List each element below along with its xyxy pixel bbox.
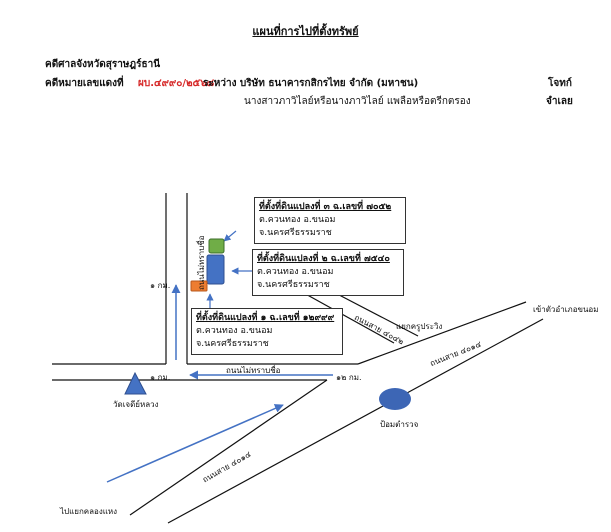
- arrow-from-klong-haeng: [106, 404, 284, 483]
- court-name: คดีศาลจังหวัดสุราษฎร์ธานี: [45, 59, 161, 70]
- temple-icon: [124, 371, 147, 395]
- distance-1km-bottom: ๑ กม.: [150, 373, 171, 382]
- plot3-marker: [208, 238, 225, 254]
- plot1-label-box: ที่ตั้งที่ดินแปลงที่ ๑ ฉ.เลขที่ ๑๒๙๙๙ ต.…: [191, 308, 343, 355]
- vertical-road-label: ถนนไม่ทราบชื่อ: [197, 235, 206, 290]
- plot3-location: ต.ควนทอง อ.ขนอม จ.นครศรีธรรมราช: [259, 215, 336, 238]
- case-parties: ระหว่าง บริษัท ธนาคารกสิกรไทย จำกัด (มหา…: [203, 78, 419, 89]
- plot2-marker: [206, 254, 225, 285]
- road-4014-lower-edge: [167, 318, 544, 524]
- case-number: ผบ.๔๙๙๐/๒๕๖๘: [138, 78, 215, 89]
- road-4014-upper-edge: [357, 301, 527, 365]
- case-label: คดีหมายเลขแดงที่: [45, 78, 124, 89]
- plot1-marker: [190, 280, 208, 292]
- plot2-label-box: ที่ตั้งที่ดินแปลงที่ ๒ ฉ.เลขที่ ๗๕๔๐ ต.ค…: [252, 249, 404, 296]
- police-box-icon: [379, 388, 411, 410]
- to-khanom-label: เข้าตัวอำเภอขนอม: [533, 305, 599, 314]
- temple-label: วัดเจดีย์หลวง: [113, 400, 159, 409]
- plot3-title: ที่ตั้งที่ดินแปลงที่ ๓ ฉ.เลขที่ ๗๐๕๒: [259, 202, 392, 212]
- arrow-to-plot3: [223, 230, 237, 242]
- junction-label: แยกครูประวิง: [396, 322, 443, 331]
- plot1-title: ที่ตั้งที่ดินแปลงที่ ๑ ฉ.เลขที่ ๑๒๙๙๙: [196, 313, 335, 323]
- plot2-location: ต.ควนทอง อ.ขนอม จ.นครศรีธรรมราช: [257, 267, 334, 290]
- defendant-name: นางสาวภาวิไลย์หรือนางภาวิไลย์ แพลือหรือต…: [244, 96, 471, 107]
- plot1-location: ต.ควนทอง อ.ขนอม จ.นครศรีธรรมราช: [196, 326, 273, 349]
- road-4014-upper-edge-left: [129, 379, 328, 516]
- plot3-label-box: ที่ตั้งที่ดินแปลงที่ ๓ ฉ.เลขที่ ๗๐๕๒ ต.ค…: [254, 197, 406, 244]
- defendant-label: จำเลย: [546, 96, 573, 107]
- page-title: แผนที่การไปที่ตั้งทรัพย์: [252, 25, 359, 38]
- police-box-label: ป้อมตำรวจ: [380, 420, 419, 429]
- distance-1km-top: ๑ กม.: [150, 281, 171, 290]
- plaintiff-label: โจทก์: [548, 78, 572, 89]
- road-4042-lower-edge: [301, 291, 395, 344]
- plot2-title: ที่ตั้งที่ดินแปลงที่ ๒ ฉ.เลขที่ ๗๕๔๐: [257, 254, 390, 264]
- unnamed-road-label: ถนนไม่ทราบชื่อ: [226, 366, 281, 375]
- to-klong-haeng-label: ไปแยกคลองแหง: [60, 507, 118, 516]
- distance-12km: ๑๒ กม.: [336, 373, 362, 382]
